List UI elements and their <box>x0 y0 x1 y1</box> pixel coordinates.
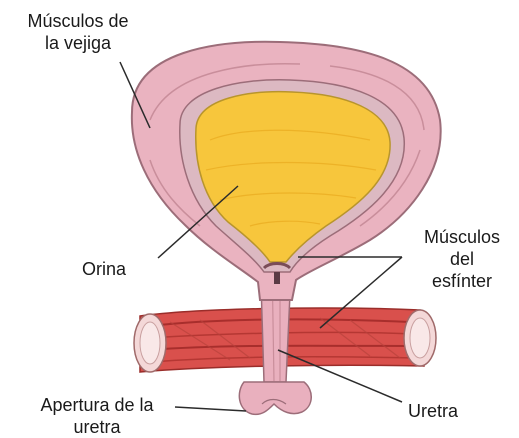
label-urethra-opening: Apertura de la uretra <box>22 394 172 438</box>
muscle-bone-end-left <box>134 314 166 372</box>
leader-urethra-opening <box>175 407 246 411</box>
urethra-opening <box>239 382 311 414</box>
label-sphincter-line1: Músculos <box>410 226 514 248</box>
label-sphincter-line3: esfínter <box>410 270 514 292</box>
label-sphincter-line2: del <box>410 248 514 270</box>
label-urethra-opening-line2: uretra <box>22 416 172 438</box>
muscle-bone-end-right <box>404 310 436 366</box>
label-urine: Orina <box>82 258 126 280</box>
label-urethra: Uretra <box>408 400 458 422</box>
label-urethra-opening-line1: Apertura de la <box>22 394 172 416</box>
label-bladder-muscles-line1: Músculos de <box>8 10 148 32</box>
label-bladder-muscles-line2: la vejiga <box>8 32 148 54</box>
label-bladder-muscles: Músculos de la vejiga <box>8 10 148 54</box>
label-sphincter-muscles: Músculos del esfínter <box>410 226 514 292</box>
